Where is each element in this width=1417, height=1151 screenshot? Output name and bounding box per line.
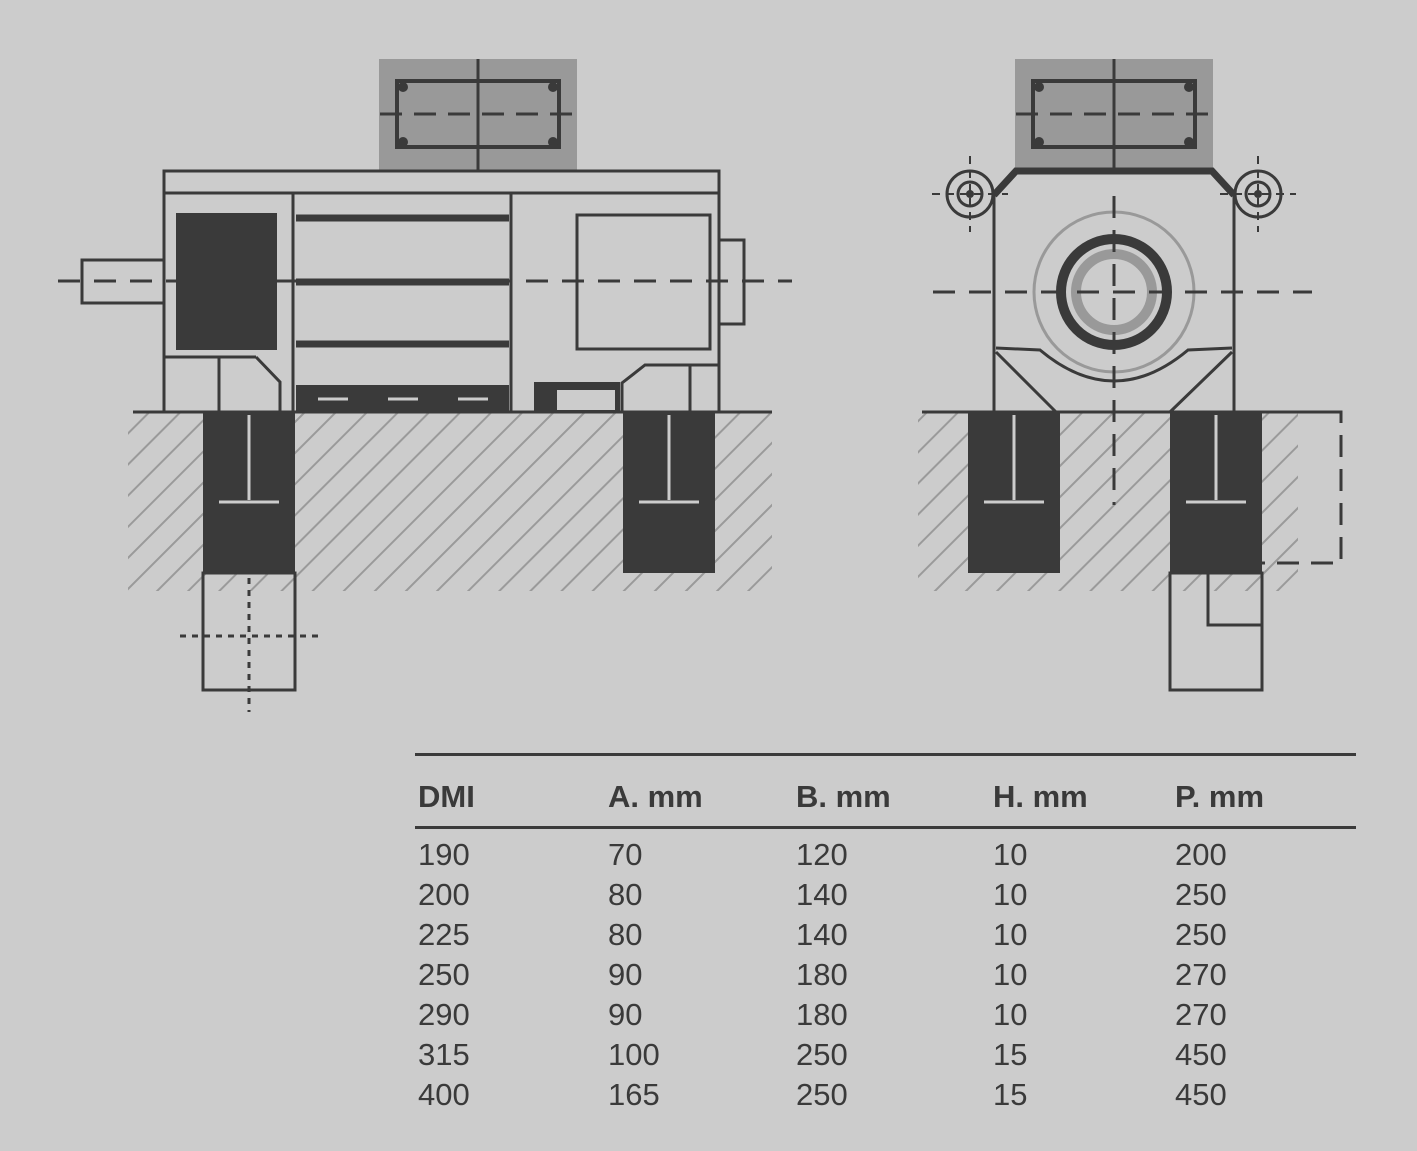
- table-row: 400 165 250 15 450: [415, 1075, 1356, 1115]
- table-row: 190 70 120 10 200: [415, 828, 1356, 876]
- cell-a: 90: [608, 997, 643, 1032]
- cell-a: 100: [608, 1037, 660, 1072]
- cell-a: 165: [608, 1077, 660, 1112]
- cell-b: 120: [796, 837, 848, 872]
- motor-foundation-drawing: [58, 59, 1343, 712]
- cell-dmi: 400: [418, 1077, 470, 1112]
- header-b-mm: B. mm: [796, 779, 891, 814]
- motor-shaft: [80, 258, 166, 305]
- front-view: [918, 59, 1343, 692]
- table-row: 315 100 250 15 450: [415, 1035, 1356, 1075]
- table-row: 250 90 180 10 270: [415, 955, 1356, 995]
- cell-p: 270: [1175, 957, 1227, 992]
- cell-h: 10: [993, 837, 1028, 872]
- cell-p: 270: [1175, 997, 1227, 1032]
- cell-b: 180: [796, 957, 848, 992]
- table-header-row: DMI A. mm B. mm H. mm P. mm: [415, 754, 1356, 828]
- cell-a: 90: [608, 957, 643, 992]
- cell-a: 70: [608, 837, 643, 872]
- cell-a: 80: [608, 877, 643, 912]
- header-dmi: DMI: [418, 779, 475, 814]
- motor-end-block: [176, 213, 277, 350]
- header-a-mm: A. mm: [608, 779, 703, 814]
- cell-p: 250: [1175, 917, 1227, 952]
- cell-p: 450: [1175, 1037, 1227, 1072]
- cell-h: 10: [993, 957, 1028, 992]
- cell-a: 80: [608, 917, 643, 952]
- cell-b: 140: [796, 917, 848, 952]
- anchor-pocket-front: [1168, 571, 1264, 692]
- cell-p: 450: [1175, 1077, 1227, 1112]
- table-row: 200 80 140 10 250: [415, 875, 1356, 915]
- table-row: 225 80 140 10 250: [415, 915, 1356, 955]
- side-view: [58, 59, 792, 712]
- header-h-mm: H. mm: [993, 779, 1088, 814]
- header-p-mm: P. mm: [1175, 779, 1265, 814]
- cell-b: 180: [796, 997, 848, 1032]
- cell-dmi: 290: [418, 997, 470, 1032]
- cell-p: 200: [1175, 837, 1227, 872]
- dimensions-table: DMI A. mm B. mm H. mm P. mm 190 70 120 1…: [415, 753, 1356, 1115]
- cell-h: 10: [993, 917, 1028, 952]
- cell-p: 250: [1175, 877, 1227, 912]
- cell-h: 15: [993, 1037, 1028, 1072]
- cell-dmi: 315: [418, 1037, 470, 1072]
- cell-h: 15: [993, 1077, 1028, 1112]
- cell-b: 250: [796, 1077, 848, 1112]
- cell-b: 140: [796, 877, 848, 912]
- cell-b: 250: [796, 1037, 848, 1072]
- table-row: 290 90 180 10 270: [415, 995, 1356, 1035]
- cell-h: 10: [993, 877, 1028, 912]
- cell-dmi: 190: [418, 837, 470, 872]
- cell-dmi: 250: [418, 957, 470, 992]
- motor-top-rail: [162, 169, 721, 195]
- cell-dmi: 225: [418, 917, 470, 952]
- cell-h: 10: [993, 997, 1028, 1032]
- cell-dmi: 200: [418, 877, 470, 912]
